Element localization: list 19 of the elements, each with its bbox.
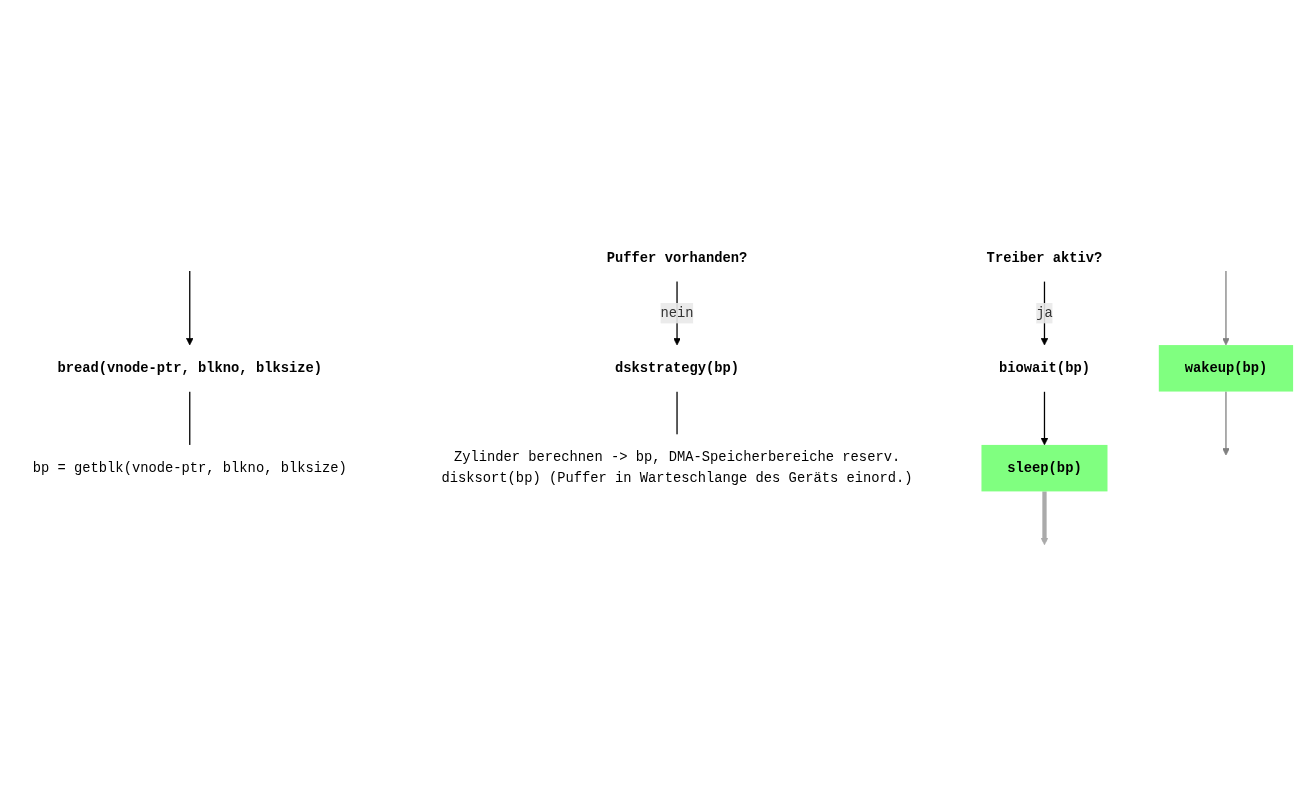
node-box: wakeup(bp): [1158, 345, 1294, 392]
node-text: bp = getblk(vnode-ptr, blkno, blksize): [32, 460, 347, 477]
connector: [676, 391, 678, 436]
connector: [189, 391, 191, 446]
edge-label: nein: [660, 305, 694, 322]
node-text: Treiber aktiv?: [986, 250, 1103, 267]
arrow: [1222, 270, 1230, 346]
edge-label: ja: [1036, 305, 1053, 322]
node-text: biowait(bp): [999, 360, 1090, 377]
node-text: bread(vnode-ptr, blkno, blksize): [57, 360, 322, 377]
node-text: Zylinder berechnen -> bp, DMA-Speicherbereiche reserv. disksort(bp) (Puffer in Warteschlange des Geräts einord.): [441, 450, 913, 487]
arrow: [1040, 280, 1049, 346]
arrow: [1040, 391, 1049, 446]
arrow: [1222, 391, 1230, 456]
node-box: sleep(bp): [981, 445, 1108, 492]
node-text: Puffer vorhanden?: [606, 250, 748, 267]
node-text: dskstrategy(bp): [615, 360, 740, 377]
arrow: [1040, 491, 1049, 546]
arrow: [185, 270, 194, 346]
